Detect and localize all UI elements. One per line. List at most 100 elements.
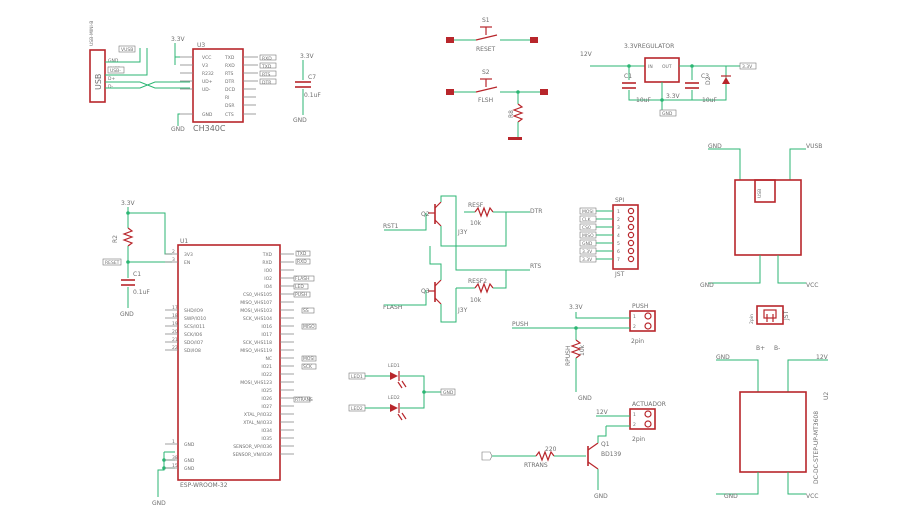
ch340-pin-rts: RTS	[225, 71, 234, 77]
esp32-right-pins: TXDRXDIO0IO2IO4CS0_VHS105MISO_VHS107MOSI…	[233, 252, 294, 458]
esp32-right-pin-8: SCK_VHS104	[243, 316, 272, 322]
esp32-left-pin-4: SCS/IO11	[184, 324, 205, 330]
flash-label: FLSH	[478, 97, 493, 104]
regulator-title: 3.3VREGULATOR	[624, 43, 674, 50]
usb-module-out-gnd: GND	[700, 282, 714, 289]
esp32-right-pin-16: MOSI_VHS123	[240, 380, 272, 386]
usb-connector[interactable]: USB USB-MINI-B GND VUSB D+ D-	[89, 21, 120, 103]
stepup-gnd: GND	[716, 354, 730, 361]
spi-pin-5: 6	[617, 249, 620, 255]
reset-ref: S1	[482, 17, 490, 24]
regulator-in-rail: 12V	[580, 51, 593, 58]
push-net: PUSH	[512, 321, 528, 328]
usb-connector-label: USB	[94, 74, 103, 90]
jst-pin-bminus: B-	[774, 345, 780, 352]
esp32-right-pin-5: CS0_VHS105	[243, 292, 272, 298]
regulator-tag: 3.3V	[742, 64, 753, 70]
regulator-c3-value: 10uF	[702, 97, 717, 104]
jst-battery[interactable]: JST 2pin B+ B-	[749, 305, 790, 352]
capacitor-c7[interactable]: 3.3V C7 0.1uF GND	[293, 53, 321, 124]
esp32-right-pin-17: IO25	[261, 388, 272, 394]
esp32-right-pin-25: SENSOR_VN/IO39	[233, 452, 273, 458]
esp32-right-pin-6: MISO_VHS107	[240, 300, 272, 306]
esp32-c1-gnd: GND	[120, 311, 134, 318]
esp32-left-num-0: 2	[172, 249, 175, 255]
esp32-c1-value: 0.1uF	[133, 289, 150, 296]
ch340-pin-gnd: GND	[202, 112, 213, 118]
usb-pin-dp: D+	[108, 76, 115, 82]
led-tag-1: LED1	[351, 374, 363, 380]
spi-tag-0: MOSI	[582, 209, 594, 215]
spi-header[interactable]: SPI JST	[612, 197, 639, 278]
esp32-right-pin-9: IO16	[261, 324, 272, 330]
ch340-gnd: GND	[171, 126, 185, 133]
resistor-r8[interactable]: R8	[508, 90, 524, 140]
q3-net: FLASH	[383, 304, 402, 311]
transistor-q2[interactable]: RST1 Q2 RESF 10k J3Y DTR	[383, 195, 542, 271]
esp32-right-pin-3: IO2	[264, 276, 272, 282]
regulator[interactable]: 3.3VREGULATOR 12V IN OUT C1 C3 10uF 10uF…	[580, 43, 757, 117]
esp32-left-pin-8: GND	[184, 442, 195, 448]
push-pin-2: 2	[633, 324, 636, 330]
esp32-r2: R2	[112, 235, 119, 243]
usb-module[interactable]: GND VUSB USB GND VCC	[700, 143, 822, 289]
stepup-vcc: VCC	[806, 493, 818, 500]
regulator-out-rail: 3.3V	[666, 93, 681, 100]
esp32-right-pin-14: IO21	[261, 364, 272, 370]
transistor-q1[interactable]: 220 RTRANS Q1 BD139 GND	[481, 426, 621, 500]
esp32-left-num-2: 17	[172, 305, 178, 311]
esp32-tag-ss: SS	[303, 308, 309, 314]
ch340-wires	[174, 43, 180, 126]
esp32-tag-mosi: MOSI	[303, 356, 315, 362]
regulator-pin-in: IN	[648, 64, 653, 70]
flash-switch[interactable]: S2 FLSH	[446, 69, 548, 104]
actuator-pin-1: 1	[633, 412, 636, 418]
q2-out: DTR	[530, 208, 542, 215]
push-connector[interactable]: PUSH 1 2 2pin PUSH 3.3V RPUSH 10k GND	[512, 303, 656, 402]
esp32-left-num-7: 22	[172, 345, 178, 351]
esp32-right-pin-18: IO26	[261, 396, 272, 402]
esp32-left-pin-0: 3V3	[184, 252, 193, 258]
q2-net: RST1	[383, 223, 399, 230]
ch340-pin-dcd: DCD	[225, 87, 236, 93]
c7-rail: 3.3V	[300, 53, 315, 60]
q1-gnd: GND	[594, 493, 608, 500]
esp32-left-num-10: 15	[172, 463, 178, 469]
ch340-chip[interactable]: U3 CH340C VCC V3 R232 UD+ UD- GND TXD RX…	[192, 42, 244, 133]
esp32-right-pin-22: IO34	[261, 428, 272, 434]
esp32-tag-push: PUSH	[295, 292, 307, 298]
actuator-pin-label: 2pin	[632, 436, 645, 443]
regulator-gnd-tag: GND	[662, 111, 673, 117]
ch340-tag-txd: TXD	[261, 64, 272, 70]
esp32-tag-txd: TXD	[296, 251, 307, 257]
esp32-chip[interactable]: U1 ESP-WROOM-32	[177, 238, 281, 489]
c7-value: 0.1uF	[304, 92, 321, 99]
spi-pin-1: 2	[617, 217, 620, 223]
esp32-left-pin-1: EN	[184, 260, 190, 266]
actuator-connector[interactable]: ACTUADOR 1 2 2pin 12V	[596, 401, 666, 443]
ch340-pin-cts: CTS	[225, 112, 234, 118]
esp32-right-tags: TXD RXD FLASH LED PUSH SS MISO MOSI SCK …	[293, 250, 317, 403]
q3-r-value: 10k	[470, 297, 482, 304]
stepup-ref: U2	[823, 392, 830, 400]
esp32-left-num-6: 21	[172, 337, 178, 343]
jst-label: 2pin	[749, 314, 755, 324]
ch340-pin-r232: R232	[202, 71, 214, 77]
actuator-title: ACTUADOR	[632, 401, 666, 408]
ch340-rail: 3.3V	[171, 36, 186, 43]
esp32-tag-led: LED	[295, 284, 304, 290]
esp32-name: ESP-WROOM-32	[180, 482, 228, 489]
regulator-diode: D2	[705, 76, 712, 85]
stepup-module[interactable]: GND 12V DC-DC-STEP-UP-MT3608 U2 GND VCC	[716, 354, 830, 500]
reset-switch[interactable]: S1 RESET	[446, 17, 538, 53]
led-group[interactable]: LED1 LED2 GND LED1 LED2	[348, 363, 456, 421]
esp32-right-pin-19: IO27	[261, 404, 272, 410]
esp32-right-pin-13: NC	[265, 356, 272, 362]
esp32-right-pin-12: MISO_VHS119	[240, 348, 272, 354]
spi-pin-6: 7	[617, 257, 620, 263]
transistor-q3[interactable]: FLASH Q3 RESF2 10k J3Y RTS	[383, 246, 541, 323]
ch340-pin-dsr: DSR	[225, 103, 234, 109]
ch340-leads	[180, 56, 258, 115]
